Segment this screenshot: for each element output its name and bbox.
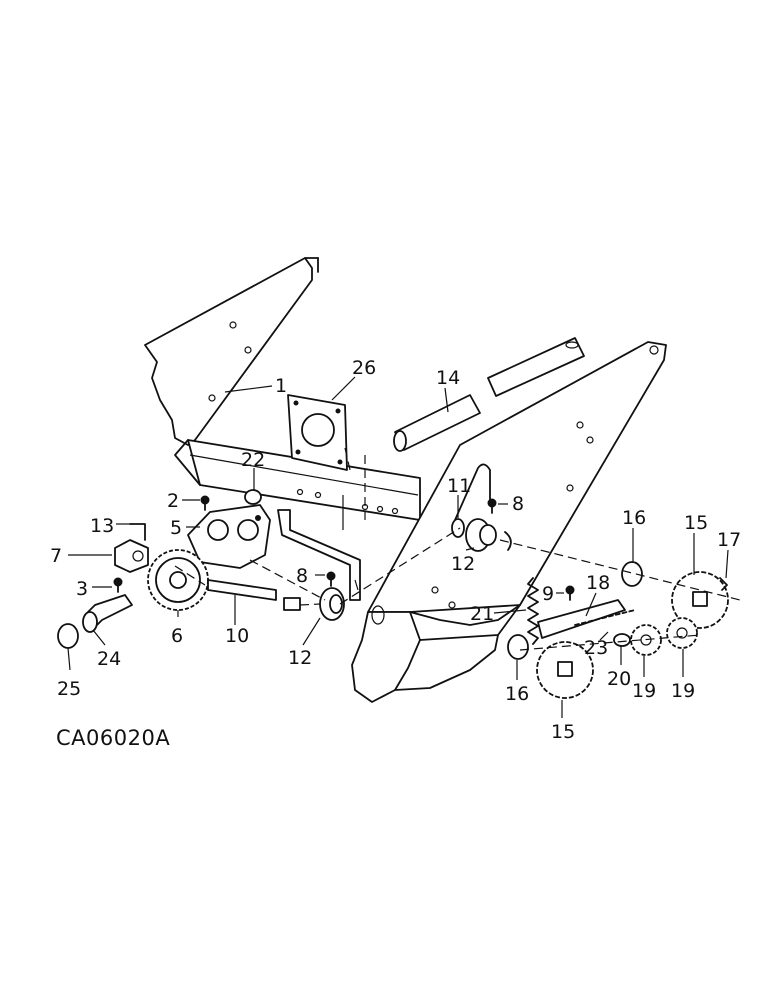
- callout-2: 2: [167, 490, 179, 512]
- callout-13: 13: [90, 515, 114, 537]
- callout-24: 24: [97, 648, 121, 670]
- housing: [187, 504, 271, 569]
- chain-link-22: [244, 489, 262, 505]
- bolt-9: [565, 585, 575, 601]
- right-frame-plate: [351, 341, 667, 703]
- clip-17: [719, 577, 728, 591]
- bracket: [277, 509, 361, 601]
- callout-1: 1: [275, 375, 287, 397]
- spring-21: [527, 577, 539, 645]
- sprocket-15-upper: [671, 571, 729, 629]
- callout-16-lower: 16: [505, 683, 529, 705]
- sprocket-15-lower: [536, 641, 594, 699]
- bolt-3: [113, 577, 123, 593]
- callout-12-right: 12: [451, 553, 475, 575]
- chain-23: [574, 609, 636, 626]
- callout-3: 3: [76, 578, 88, 600]
- shaft-10: [207, 579, 301, 611]
- shaft: [393, 337, 585, 452]
- callout-21: 21: [470, 603, 494, 625]
- snap-ring-25: [57, 623, 79, 649]
- callout-15-lower: 15: [551, 721, 575, 743]
- callout-25: 25: [57, 678, 81, 700]
- callout-16-upper: 16: [622, 507, 646, 529]
- bearing-12-right: [465, 518, 512, 552]
- callout-19-left: 19: [632, 680, 656, 702]
- callout-10: 10: [225, 625, 249, 647]
- drawing-code: CA06020A: [56, 726, 170, 750]
- leader-lines: [67, 376, 729, 718]
- callout-11: 11: [447, 475, 471, 497]
- callout-9: 9: [542, 583, 554, 605]
- belt-loop: [454, 463, 491, 521]
- left-frame-plate: [144, 257, 319, 446]
- bolt-8-left: [326, 571, 336, 587]
- bolt-2: [200, 495, 210, 511]
- callout-19-right: 19: [671, 680, 695, 702]
- callout-22: 22: [241, 449, 265, 471]
- callout-18: 18: [586, 572, 610, 594]
- callout-20: 20: [607, 668, 631, 690]
- idler-arm-18: [537, 599, 626, 639]
- callout-14: 14: [436, 367, 460, 389]
- sprocket-19-right: [666, 617, 698, 649]
- bearing-plate: [287, 394, 348, 471]
- spacer-20: [613, 633, 631, 647]
- bolt-8-right: [487, 498, 497, 514]
- callout-12-left: 12: [288, 647, 312, 669]
- collar-16-lower: [507, 634, 529, 660]
- collar-16-upper: [621, 561, 643, 587]
- callout-26: 26: [352, 357, 376, 379]
- callout-15-upper: 15: [684, 512, 708, 534]
- shaft-24: [82, 594, 133, 633]
- callout-7: 7: [50, 545, 62, 567]
- callout-23: 23: [584, 637, 608, 659]
- key-13: [129, 523, 146, 541]
- callout-8-left: 8: [296, 565, 308, 587]
- callouts: 1 26 14 22 2 11 8 5 13 7 3 24 25 6 10 8 …: [50, 357, 741, 743]
- bearing-12-left: [319, 587, 345, 621]
- alignment-lines: [174, 447, 741, 651]
- washer-11: [451, 518, 465, 538]
- callout-17: 17: [717, 529, 741, 551]
- gear-6: [147, 549, 209, 611]
- callout-5: 5: [170, 517, 182, 539]
- callout-6: 6: [171, 625, 183, 647]
- pinion-7: [114, 539, 149, 573]
- callout-8-right: 8: [512, 493, 524, 515]
